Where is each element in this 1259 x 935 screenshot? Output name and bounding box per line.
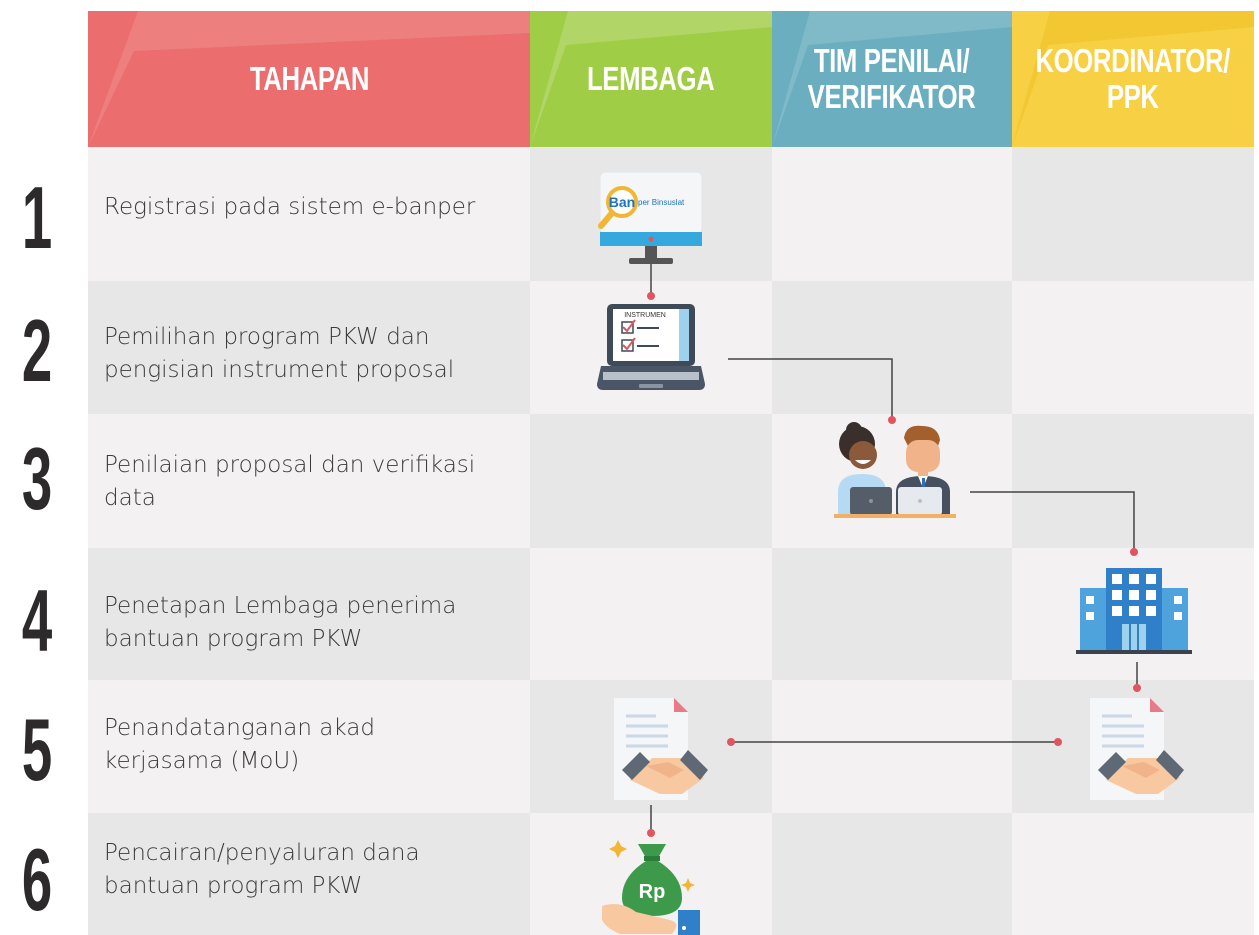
grid-cell bbox=[1012, 147, 1254, 281]
header-shine bbox=[88, 11, 530, 147]
money-bag-label: Rp bbox=[639, 881, 666, 903]
step-text-line: bantuan program PKW bbox=[104, 873, 363, 899]
grid-cell bbox=[772, 813, 1012, 935]
grid-cell bbox=[1012, 813, 1254, 935]
header-line: VERIFIKATOR bbox=[808, 78, 976, 115]
grid-cell bbox=[88, 680, 530, 813]
money-bag-icon: Rp bbox=[602, 840, 700, 935]
step-number: 4 bbox=[21, 571, 53, 670]
grid-cell bbox=[88, 813, 530, 935]
column-header-koordinator-label: KOORDINATOR/ PPK bbox=[1036, 43, 1231, 115]
step-text-line: pengisian instrument proposal bbox=[104, 357, 455, 383]
header-line: KOORDINATOR/ bbox=[1035, 42, 1231, 79]
column-header-lembaga: LEMBAGA bbox=[530, 11, 772, 147]
step-text-line: Pemilihan program PKW dan bbox=[104, 324, 430, 350]
grid-cell bbox=[88, 147, 530, 281]
assessors-icon bbox=[834, 422, 956, 518]
building-icon bbox=[1076, 568, 1192, 654]
connector-line bbox=[970, 491, 1135, 552]
grid-cell bbox=[772, 147, 1012, 281]
step-number: 5 bbox=[21, 700, 53, 799]
step-description: Penetapan Lembaga penerima bantuan progr… bbox=[104, 590, 514, 656]
step-description: Pencairan/penyaluran dana bantuan progra… bbox=[104, 837, 514, 903]
grid-cell bbox=[88, 548, 530, 680]
column-header-koordinator: KOORDINATOR/ PPK bbox=[1012, 11, 1254, 147]
header-shine bbox=[1012, 11, 1254, 147]
step-number: 2 bbox=[21, 301, 53, 400]
column-header-tim-label: TIM PENILAI/ VERIFIKATOR bbox=[808, 43, 976, 115]
step-text-line: Pencairan/penyaluran dana bbox=[104, 840, 420, 866]
monitor-brand-text: Ban bbox=[609, 194, 635, 210]
header-shine bbox=[772, 11, 1012, 147]
monitor-subtitle-text: per Binsuslat bbox=[638, 198, 685, 207]
step-number: 6 bbox=[21, 830, 53, 929]
header-line: LEMBAGA bbox=[587, 60, 715, 97]
column-header-tahapan: TAHAPAN bbox=[88, 11, 530, 147]
step-description: Penandatanganan akad kerjasama (MoU) bbox=[104, 712, 514, 778]
grid-cell bbox=[772, 548, 1012, 680]
step-text-line: bantuan program PKW bbox=[104, 626, 363, 652]
header-line: TAHAPAN bbox=[249, 60, 369, 97]
grid-cell bbox=[772, 414, 1012, 548]
laptop-instrument-icon: INSTRUMEN bbox=[597, 304, 705, 390]
connector-line bbox=[728, 358, 893, 420]
connector-dot bbox=[1054, 738, 1062, 746]
grid-cell bbox=[1012, 281, 1254, 414]
column-header-tahapan-label: TAHAPAN bbox=[249, 60, 369, 97]
connector-dot bbox=[647, 829, 655, 837]
column-header-lembaga-label: LEMBAGA bbox=[587, 60, 715, 97]
step-description: Penilaian proposal dan verifikasi data bbox=[104, 449, 514, 515]
grid-cell bbox=[88, 414, 530, 548]
step-text-line: Penilaian proposal dan verifikasi bbox=[104, 452, 476, 478]
header-line: TIM PENILAI/ bbox=[814, 42, 970, 79]
connector-dot bbox=[1133, 684, 1141, 692]
step-text-line: data bbox=[104, 485, 156, 511]
header-line: PPK bbox=[1107, 78, 1159, 115]
connector-dot bbox=[647, 292, 655, 300]
grid-cell bbox=[1012, 414, 1254, 548]
step-description: Registrasi pada sistem e-banper bbox=[104, 191, 514, 224]
grid-cell bbox=[88, 281, 530, 414]
connector-dot bbox=[888, 416, 896, 424]
step-text-line: Registrasi pada sistem e-banper bbox=[104, 194, 476, 220]
step-text-line: Penetapan Lembaga penerima bbox=[104, 593, 457, 619]
step-text-line: kerjasama (MoU) bbox=[104, 748, 300, 774]
step-description: Pemilihan program PKW dan pengisian inst… bbox=[104, 321, 514, 387]
handshake-document-icon bbox=[614, 698, 708, 800]
laptop-label-text: INSTRUMEN bbox=[624, 312, 666, 319]
connector-dot bbox=[1130, 548, 1138, 556]
column-header-tim: TIM PENILAI/ VERIFIKATOR bbox=[772, 11, 1012, 147]
grid-cell bbox=[530, 414, 772, 548]
monitor-ebanper-icon: Ban per Binsuslat bbox=[598, 171, 703, 264]
handshake-document-icon bbox=[1090, 698, 1184, 800]
header-shine bbox=[530, 11, 772, 147]
grid-cell bbox=[772, 680, 1012, 813]
step-text-line: Penandatanganan akad bbox=[104, 715, 375, 741]
grid-cell bbox=[530, 548, 772, 680]
connector-dot bbox=[727, 738, 735, 746]
step-number: 3 bbox=[21, 429, 53, 528]
step-number: 1 bbox=[21, 168, 53, 267]
